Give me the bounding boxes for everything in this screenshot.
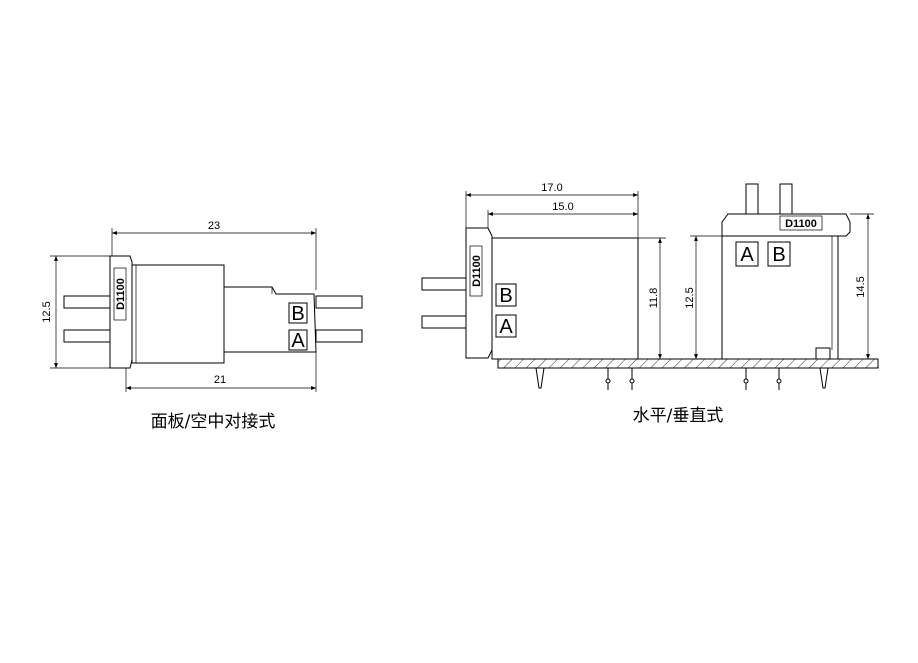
panel-dim-body: 21 bbox=[214, 374, 226, 386]
panel-wire-right-bottom bbox=[315, 329, 363, 343]
right-caption: 水平/垂直式 bbox=[633, 406, 724, 426]
panel-model-frame bbox=[113, 267, 127, 321]
panel-flange bbox=[109, 255, 133, 369]
horizontal-model-frame bbox=[469, 245, 483, 297]
vertical-mark-b: B bbox=[772, 244, 785, 266]
horizontal-dim-total: 17.0 bbox=[541, 182, 562, 194]
panel-mark-a-box bbox=[288, 329, 308, 351]
horizontal-connector-view: D1100 B A 17.0 15.0 11.8 bbox=[421, 182, 666, 390]
panel-wire-left-top bbox=[63, 295, 117, 309]
horizontal-dim-body: 15.0 bbox=[552, 201, 573, 213]
panel-caption: 面板/空中对接式 bbox=[151, 412, 276, 432]
pcb-section bbox=[497, 358, 879, 369]
vertical-mark-a-box bbox=[735, 241, 759, 267]
panel-dim-total: 23 bbox=[208, 220, 220, 232]
vertical-foot bbox=[815, 347, 831, 360]
panel-housing bbox=[131, 264, 225, 364]
vertical-dim-height-inner: 12.5 bbox=[684, 287, 696, 308]
horizontal-latch-pin bbox=[535, 367, 545, 389]
panel-mark-b-box bbox=[288, 302, 308, 324]
horizontal-mark-b-box bbox=[495, 283, 517, 307]
panel-model-label: D1100 bbox=[115, 278, 127, 310]
panel-mark-a: A bbox=[291, 330, 305, 352]
panel-wire-right-top bbox=[315, 295, 363, 309]
vertical-wire-right bbox=[779, 183, 793, 217]
vertical-model-label: D1100 bbox=[785, 218, 817, 230]
vertical-wire-left bbox=[745, 183, 759, 217]
horizontal-mark-a: A bbox=[499, 316, 513, 338]
panel-dim-height: 12.5 bbox=[41, 301, 53, 322]
pcb-board bbox=[497, 358, 879, 369]
vertical-mark-a: A bbox=[740, 244, 754, 266]
horizontal-wire-bottom bbox=[421, 315, 469, 329]
vertical-connector-view: D1100 A B 12.5 14.5 bbox=[684, 183, 874, 390]
panel-wire-left-bottom bbox=[63, 329, 117, 343]
vertical-mark-b-box bbox=[767, 241, 791, 267]
horizontal-model-label: D1100 bbox=[471, 255, 483, 287]
horizontal-mark-b: B bbox=[499, 285, 512, 307]
vertical-latch-pin bbox=[819, 367, 829, 389]
vertical-model-frame bbox=[779, 215, 823, 231]
panel-connector-view: D1100 B A 23 21 12.5 面板/空中对接式 bbox=[41, 220, 363, 432]
horizontal-mark-a-box bbox=[495, 314, 517, 338]
horizontal-dim-height: 11.8 bbox=[648, 288, 660, 309]
horizontal-wire-top bbox=[421, 277, 469, 291]
vertical-dim-height-total: 14.5 bbox=[855, 276, 867, 297]
panel-mark-b: B bbox=[291, 303, 304, 325]
